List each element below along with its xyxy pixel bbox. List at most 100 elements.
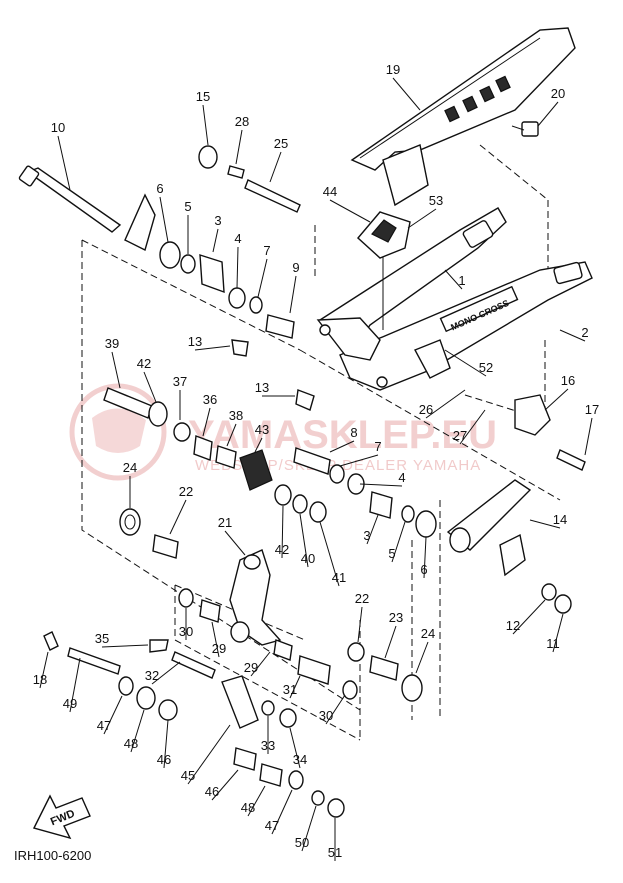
callout-leader [559,329,586,342]
callout-leader [584,417,593,456]
callout-number: 44 [323,184,337,199]
callout-leader [39,651,49,689]
callout-number: 36 [203,392,217,407]
callout-leader [211,769,239,801]
callout-number: 32 [145,668,159,683]
callout-leader [224,530,246,556]
bolt-20 [511,121,539,137]
callout-number: 7 [263,243,270,258]
washer-cluster [274,484,327,523]
swingarm: MONO CROSS [316,207,593,391]
callout-leader [159,196,169,243]
callout-number: 14 [553,512,567,527]
diagram-code: IRH100-6200 [14,848,91,863]
callout-number: 2 [581,325,588,340]
callout-leader [329,199,371,223]
callout-leader [187,724,231,785]
callout-leader [552,613,564,653]
callout-leader [194,345,231,351]
right-bushing-group [369,491,437,538]
callout-number: 5 [184,199,191,214]
callout-leader [392,77,421,111]
callout-number: 8 [350,425,357,440]
callout-number: 31 [283,682,297,697]
callout-leader [301,805,317,852]
callout-number: 39 [105,336,119,351]
callout-number: 47 [97,718,111,733]
callout-number: 13 [255,380,269,395]
callout-number: 4 [234,231,241,246]
callout-leader [444,269,463,290]
callout-leader [319,521,340,587]
callout-leader [325,694,346,725]
watermark-title: YAMASKLEP.EU [188,413,497,457]
callout-leader [459,409,486,445]
callout-number: 6 [156,181,163,196]
callout-number: 25 [274,136,288,151]
callout-leader [289,275,297,314]
callout-number: 45 [181,768,195,783]
top-bolts [198,145,301,213]
callout-number: 48 [241,800,255,815]
callout-number: 4 [398,470,405,485]
callout-number: 35 [95,631,109,646]
callout-number: 42 [275,542,289,557]
callout-number: 3 [363,528,370,543]
callout-leader [529,519,561,529]
chain-case [350,27,576,207]
callout-number: 18 [33,672,47,687]
fwd-arrow: FWD [32,794,91,840]
callout-leader [384,625,397,659]
callout-leader [211,621,220,658]
callout-number: 52 [479,360,493,375]
pulley-16 [514,394,551,436]
callout-leader [69,657,81,713]
callout-number: 37 [173,374,187,389]
callout-number: 29 [212,641,226,656]
bushing-22 [152,534,179,559]
callout-number: 22 [355,591,369,606]
callout-number: 20 [551,86,565,101]
callout-leader [366,514,379,545]
callout-leader [444,349,487,377]
callout-number: 50 [295,835,309,850]
callout-number: 29 [244,660,258,675]
callout-number: 41 [332,570,346,585]
callout-number: 28 [235,114,249,129]
callout-number: 16 [561,373,575,388]
callout-number: 42 [137,356,151,371]
cover-44 [357,211,411,259]
callout-leader [101,644,149,648]
callout-leader [415,641,429,674]
callout-number: 1 [458,273,465,288]
callout-number: 34 [293,752,307,767]
callout-leader [202,407,211,437]
callout-leader [257,258,268,298]
seal-24-left [119,508,141,536]
grease-nipple-13a [231,339,249,357]
relay-link-45 [221,675,259,729]
callout-number: 6 [420,562,427,577]
callout-number: 12 [506,618,520,633]
callout-number: 33 [261,738,275,753]
callout-leader [512,599,546,635]
callout-number: 22 [179,484,193,499]
callout-leader [289,727,301,769]
callout-number: 46 [205,784,219,799]
callout-number: 30 [179,624,193,639]
callout-number: 40 [301,551,315,566]
callout-leader [423,536,427,579]
callout-number: 24 [421,626,435,641]
callout-number: 27 [453,428,467,443]
callout-leader [391,521,406,563]
callout-leader [537,101,559,127]
lower-bushing-group [178,588,423,702]
callout-number: 3 [214,213,221,228]
callout-number: 30 [319,708,333,723]
callout-leader [212,228,219,253]
callout-number: 15 [196,89,210,104]
callout-leader [103,695,123,735]
callout-number: 5 [388,546,395,561]
callout-leader [236,246,239,289]
callout-number: 11 [546,636,560,651]
